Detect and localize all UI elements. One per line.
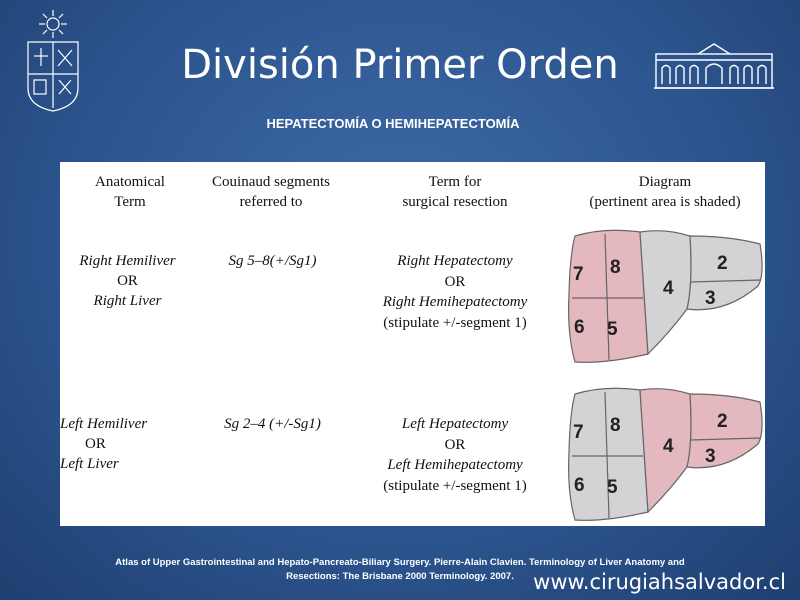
liver-region-left-lateral [686,235,763,311]
segment-label-6: 6 [574,475,585,496]
header-couinaud-segments: Couinaud segments referred to [195,172,347,212]
segment-label-6: 6 [574,317,585,338]
row1-resection: Right Hepatectomy OR Right Hemihepatecto… [360,251,550,333]
segment-label-5: 5 [607,319,618,340]
cell-line: OR [444,273,466,290]
liver-region-right [568,229,649,363]
cell-line: OR [444,436,466,453]
building-logo [654,43,774,89]
cell-line: OR [85,436,106,452]
cell-line: (stipulate +/-segment 1) [383,477,527,494]
liver-diagram-right-shaded: 7 8 4 2 3 6 5 [568,229,763,363]
university-crest-logo [27,10,79,112]
row1-segments: Sg 5–8(+/Sg1) [228,253,317,269]
citation-footer: Atlas of Upper Gastrointestinal and Hepa… [0,556,800,584]
cell-line: Left Hepatectomy [401,416,509,432]
header-line: Term [114,194,146,210]
cell-line: Left Liver [60,456,119,472]
slide-title: División Primer Orden [181,42,619,88]
liver-region-right [568,387,649,521]
slide-subtitle: HEPATECTOMÍA O HEMIHEPATECTOMÍA [266,116,520,131]
segment-label-3: 3 [705,446,716,467]
segment-label-5: 5 [607,477,618,498]
header-line: Term for [428,174,482,190]
liver-region-left-lateral [686,393,763,469]
header-diagram: Diagram (pertinent area is shaded) [565,172,765,212]
cell-line: Right Hemihepatectomy [382,294,528,310]
segment-label-8: 8 [610,257,621,278]
cell-line: Left Hemiliver [60,416,148,432]
citation-line: Atlas of Upper Gastrointestinal and Hepa… [115,557,685,568]
citation-line: Resections: The Brisbane 2000 Terminolog… [286,571,514,582]
segment-label-3: 3 [705,288,716,309]
header-surgical-resection: Term for surgical resection [360,172,550,212]
cell-line: (stipulate +/-segment 1) [383,314,527,331]
segment-label-8: 8 [610,415,621,436]
cell-line: Right Liver [93,293,162,309]
terminology-table: Anatomical Term Couinaud segments referr… [60,162,765,526]
segment-label-2: 2 [717,253,728,274]
header-line: (pertinent area is shaded) [589,194,741,210]
cell-line: Left Hemihepatectomy [387,457,523,473]
header-line: Anatomical [95,174,165,190]
segment-label-4: 4 [663,278,674,299]
header-anatomical-term: Anatomical Term [60,172,200,212]
cell-line: Right Hemiliver [79,253,176,269]
row2-resection: Left Hepatectomy OR Left Hemihepatectomy… [360,414,550,496]
header-line: Diagram [638,174,692,190]
cell-line: Right Hepatectomy [397,253,513,269]
segment-label-4: 4 [663,436,674,457]
row2-segments: Sg 2–4 (+/-Sg1) [224,416,321,432]
segment-label-7: 7 [573,422,584,443]
website-url: www.cirugiahsalvador.cl [533,570,786,594]
row1-anatomical: Right Hemiliver OR Right Liver [60,251,195,311]
segment-label-2: 2 [717,411,728,432]
header-line: referred to [239,194,303,210]
liver-diagram-left-shaded: 7 8 4 2 3 6 5 [568,387,763,521]
row2-anatomical: Left Hemiliver OR Left Liver [60,414,170,474]
cell-line: OR [117,273,138,289]
segment-label-7: 7 [573,264,584,285]
header-line: surgical resection [402,194,508,210]
header-line: Couinaud segments [212,174,330,190]
